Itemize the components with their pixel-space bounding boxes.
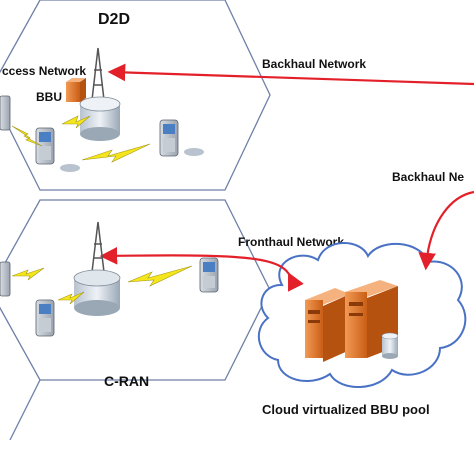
device-base-icon [60, 148, 204, 172]
mobile-phone-icon [35, 127, 55, 165]
backhaul-network-top-label: Backhaul Network [262, 57, 366, 71]
lightning-bolt-icon [81, 143, 151, 163]
fronthaul-arrow [99, 247, 304, 292]
d2d-title: D2D [98, 11, 130, 28]
mobile-phone-icon [159, 119, 179, 157]
lightning-bolt-icon [57, 291, 85, 305]
lightning-bolt-icon [11, 267, 45, 281]
mobile-phone-icon [35, 299, 55, 337]
bbu-box-icon [66, 78, 86, 102]
storage-cylinder-icon [381, 332, 399, 359]
backhaul-arrow-top [107, 63, 474, 86]
fronthaul-network-label: Fronthaul Network [238, 235, 344, 249]
d2d-cell-hexagon [0, 0, 271, 191]
bbu-label: BBU [36, 90, 62, 104]
backhaul-network-right-label: Backhaul Ne [392, 170, 464, 184]
mobile-phone-icon [199, 257, 219, 293]
partial-hexagon-lower [9, 379, 41, 441]
drum-base-icon [73, 269, 121, 316]
pool-caption: Cloud virtualized BBU pool [262, 402, 430, 417]
tower-icon [91, 47, 105, 101]
lightning-bolt-icon [127, 265, 193, 287]
cran-cell-hexagon [0, 199, 271, 381]
server-icon [305, 288, 350, 362]
lightning-bolt-icon [61, 115, 91, 129]
mobile-phone-icon [0, 261, 11, 297]
access-network-label: ccess Network [2, 64, 86, 78]
tower-icon [91, 221, 105, 273]
cran-title: C-RAN [104, 373, 149, 389]
lightning-bolt-icon [11, 125, 43, 147]
backhaul-arrow-right [418, 190, 474, 271]
mobile-phone-icon [0, 95, 11, 131]
